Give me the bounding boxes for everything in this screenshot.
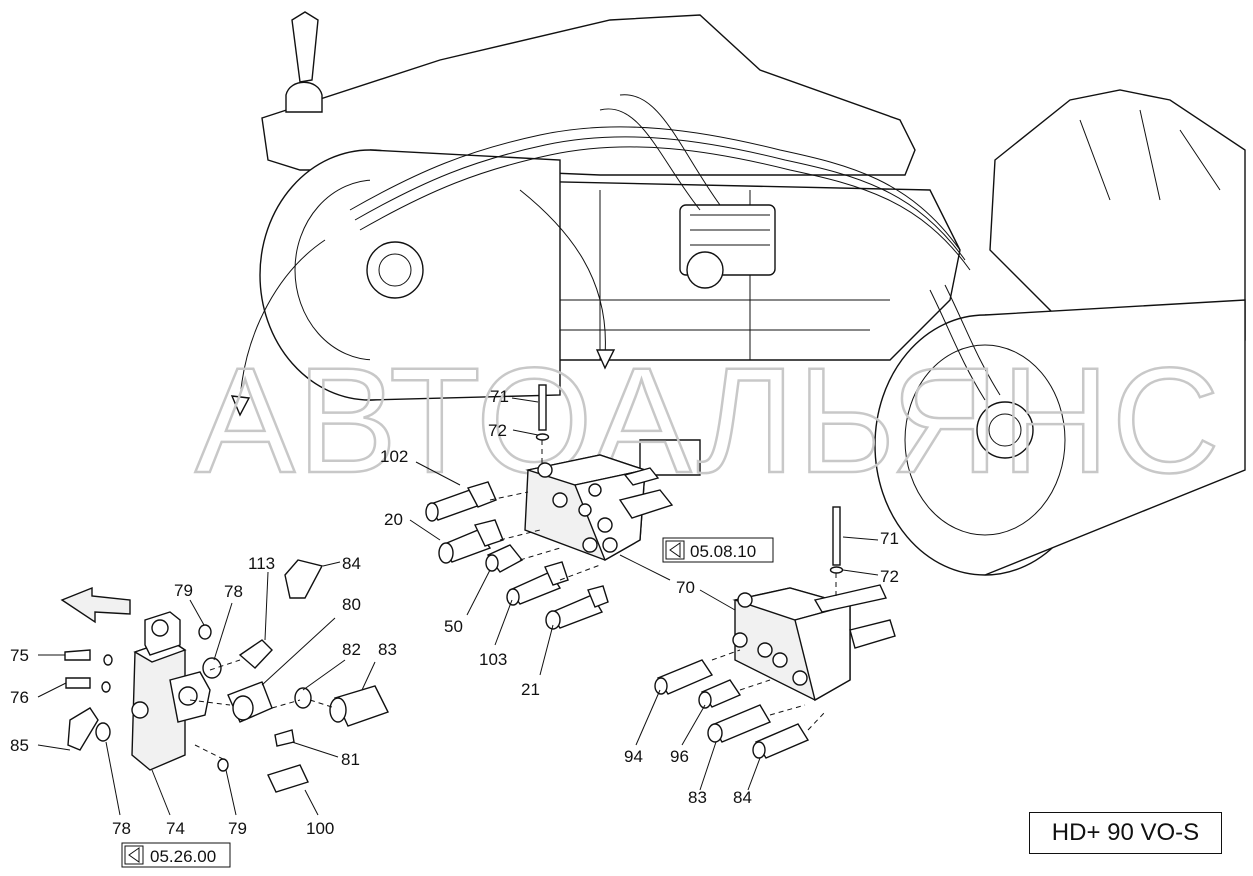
callout-20: 20 (384, 510, 403, 529)
callout-84: 84 (342, 554, 361, 573)
svg-text:05.08.10: 05.08.10 (690, 542, 756, 561)
callout-85: 85 (10, 736, 29, 755)
callout-83: 83 (378, 640, 397, 659)
callout-75: 75 (10, 646, 29, 665)
callout-71: 71 (490, 387, 509, 406)
callout-100: 100 (306, 819, 334, 838)
valve-block-right-group (732, 506, 896, 702)
fitting-96 (698, 679, 742, 709)
fitting-21 (545, 585, 609, 630)
callout-71-right: 71 (880, 529, 899, 548)
fitting-84-right (752, 723, 810, 759)
direction-arrow-icon (60, 586, 131, 624)
callout-113: 113 (248, 554, 275, 573)
fitting-50 (485, 544, 524, 573)
callout-83-right: 83 (688, 788, 707, 807)
callout-79: 79 (174, 581, 193, 600)
callout-72: 72 (488, 421, 507, 440)
callout-94: 94 (624, 747, 643, 766)
callout-81: 81 (341, 750, 360, 769)
model-label: HD+ 90 VO-S (1029, 812, 1222, 854)
callout-labels: 71 72 102 20 50 103 21 70 71 72 94 96 83… (10, 387, 899, 838)
callout-70: 70 (676, 578, 695, 597)
valve-body-74 (131, 611, 211, 771)
callout-84-right: 84 (733, 788, 752, 807)
callout-72-right: 72 (880, 567, 899, 586)
roller-machine-illustration (230, 11, 1246, 576)
fitting-94 (654, 659, 714, 695)
callout-79-bottom: 79 (228, 819, 247, 838)
svg-text:05.26.00: 05.26.00 (150, 847, 216, 866)
callout-103: 103 (479, 650, 507, 669)
small-fittings-left (64, 559, 389, 793)
callout-78: 78 (224, 582, 243, 601)
leader-lines (37, 397, 879, 816)
reference-05-26-00[interactable]: 05.26.00 (121, 842, 231, 868)
callout-76: 76 (10, 688, 29, 707)
watermark-text: АВТОАЛЬЯНС (195, 336, 1222, 504)
callout-21: 21 (521, 680, 540, 699)
fitting-83-right (707, 704, 772, 743)
valve-block-70-group (524, 384, 674, 562)
fitting-102 (425, 481, 497, 522)
callout-74: 74 (166, 819, 185, 838)
callout-82: 82 (342, 640, 361, 659)
callout-78-bottom: 78 (112, 819, 131, 838)
callout-102: 102 (380, 447, 408, 466)
callout-80: 80 (342, 595, 361, 614)
fitting-103 (506, 561, 569, 606)
callout-96: 96 (670, 747, 689, 766)
callout-50: 50 (444, 617, 463, 636)
reference-05-08-10[interactable]: 05.08.10 (662, 537, 774, 563)
fitting-20 (438, 519, 504, 564)
